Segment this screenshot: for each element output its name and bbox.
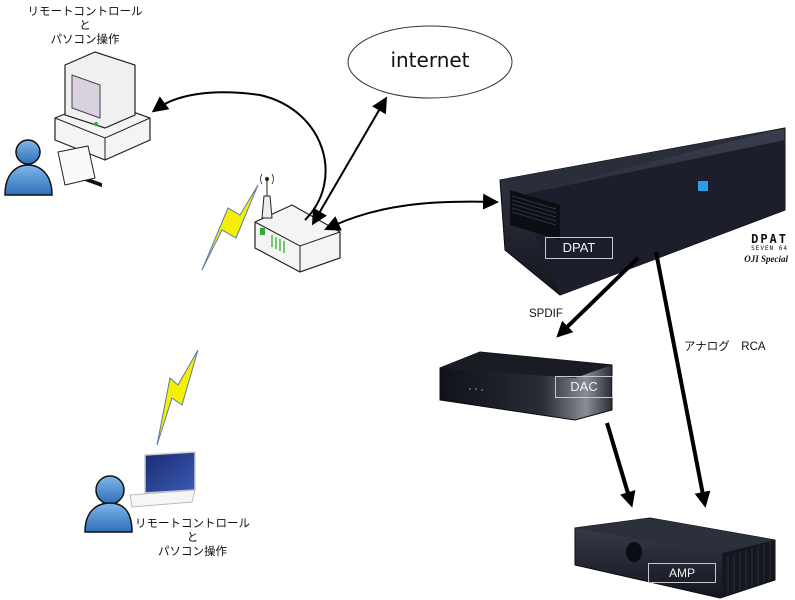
volume-knob-icon [626,542,642,562]
edge-router-dpat [324,193,499,231]
edge-dpat-amp [654,251,711,508]
router-icon [254,173,341,273]
edge-router-desktop [151,91,327,221]
spdif-edge-label: SPDIF [529,308,563,320]
person-icon [84,475,133,533]
laptop-caption-line3: パソコン操作 [158,544,227,558]
desktop-computer-icon [54,51,151,188]
laptop-caption: リモートコントロール と パソコン操作 [130,516,255,558]
amp-device-image [574,517,776,599]
laptop-caption-line1: リモートコントロール [135,516,250,530]
dpat-label: DPAT [545,237,613,259]
internet-label: internet [390,48,470,72]
brand-logo-text: DPAT [751,232,788,246]
brand-special-text: OJI Special [744,254,788,264]
amp-label: AMP [648,563,716,583]
dac-device-image [439,351,613,421]
brand-sub-text: SEVEN 64 [751,245,788,252]
edge-dac-amp [605,422,636,508]
desktop-caption-line2: と [79,18,91,32]
dpat-device-image [499,127,786,296]
laptop-caption-line2: と [186,530,199,544]
wireless-signal-icon [156,184,259,446]
desktop-caption-line1: リモートコントロール [27,4,143,18]
dac-label: DAC [555,376,613,398]
analog-rca-edge-label: アナログ RCA [684,341,766,353]
edge-dpat-dac [556,256,640,338]
desktop-caption-line3: パソコン操作 [50,32,120,46]
person-icon [4,139,53,196]
desktop-caption: リモートコントロール と パソコン操作 [20,4,150,46]
laptop-icon [129,451,196,508]
internet-node [347,25,513,99]
power-button-icon [698,181,708,191]
dpat-brand-logo: DPAT SEVEN 64 OJI Special [708,232,788,265]
edge-router-internet [311,96,388,226]
